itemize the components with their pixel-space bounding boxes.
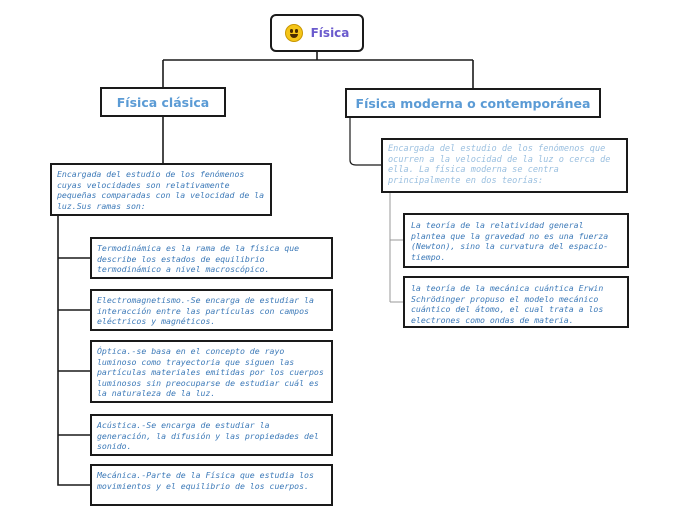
theory-quantum-mechanics[interactable]: la teoría de la mecánica cuántica Erwin … [403,276,629,328]
modern-physics-node[interactable]: Física moderna o contemporánea [345,88,601,118]
branch-acoustics[interactable]: Acústica.-Se encarga de estudiar la gene… [90,414,333,456]
branch-electromagnetism[interactable]: Electromagnetismo.-Se encarga de estudia… [90,289,333,331]
classical-physics-description[interactable]: Encargada del estudio de los fenómenos c… [50,163,272,216]
root-node[interactable]: Física [270,14,364,52]
root-title: Física [310,26,350,40]
branch-thermodynamics[interactable]: Termodinámica es la rama de la física qu… [90,237,333,279]
branch-mechanics[interactable]: Mecánica.-Parte de la Física que estudia… [90,464,333,506]
modern-physics-description[interactable]: Encargada del estudio de los fenómenos q… [381,138,628,193]
theory-general-relativity[interactable]: La teoría de la relatividad general plan… [403,213,629,268]
branch-optics[interactable]: Óptica.-se basa en el concepto de rayo l… [90,340,333,403]
classical-physics-node[interactable]: Física clásica [100,87,226,117]
grinning-face-icon [284,24,303,42]
